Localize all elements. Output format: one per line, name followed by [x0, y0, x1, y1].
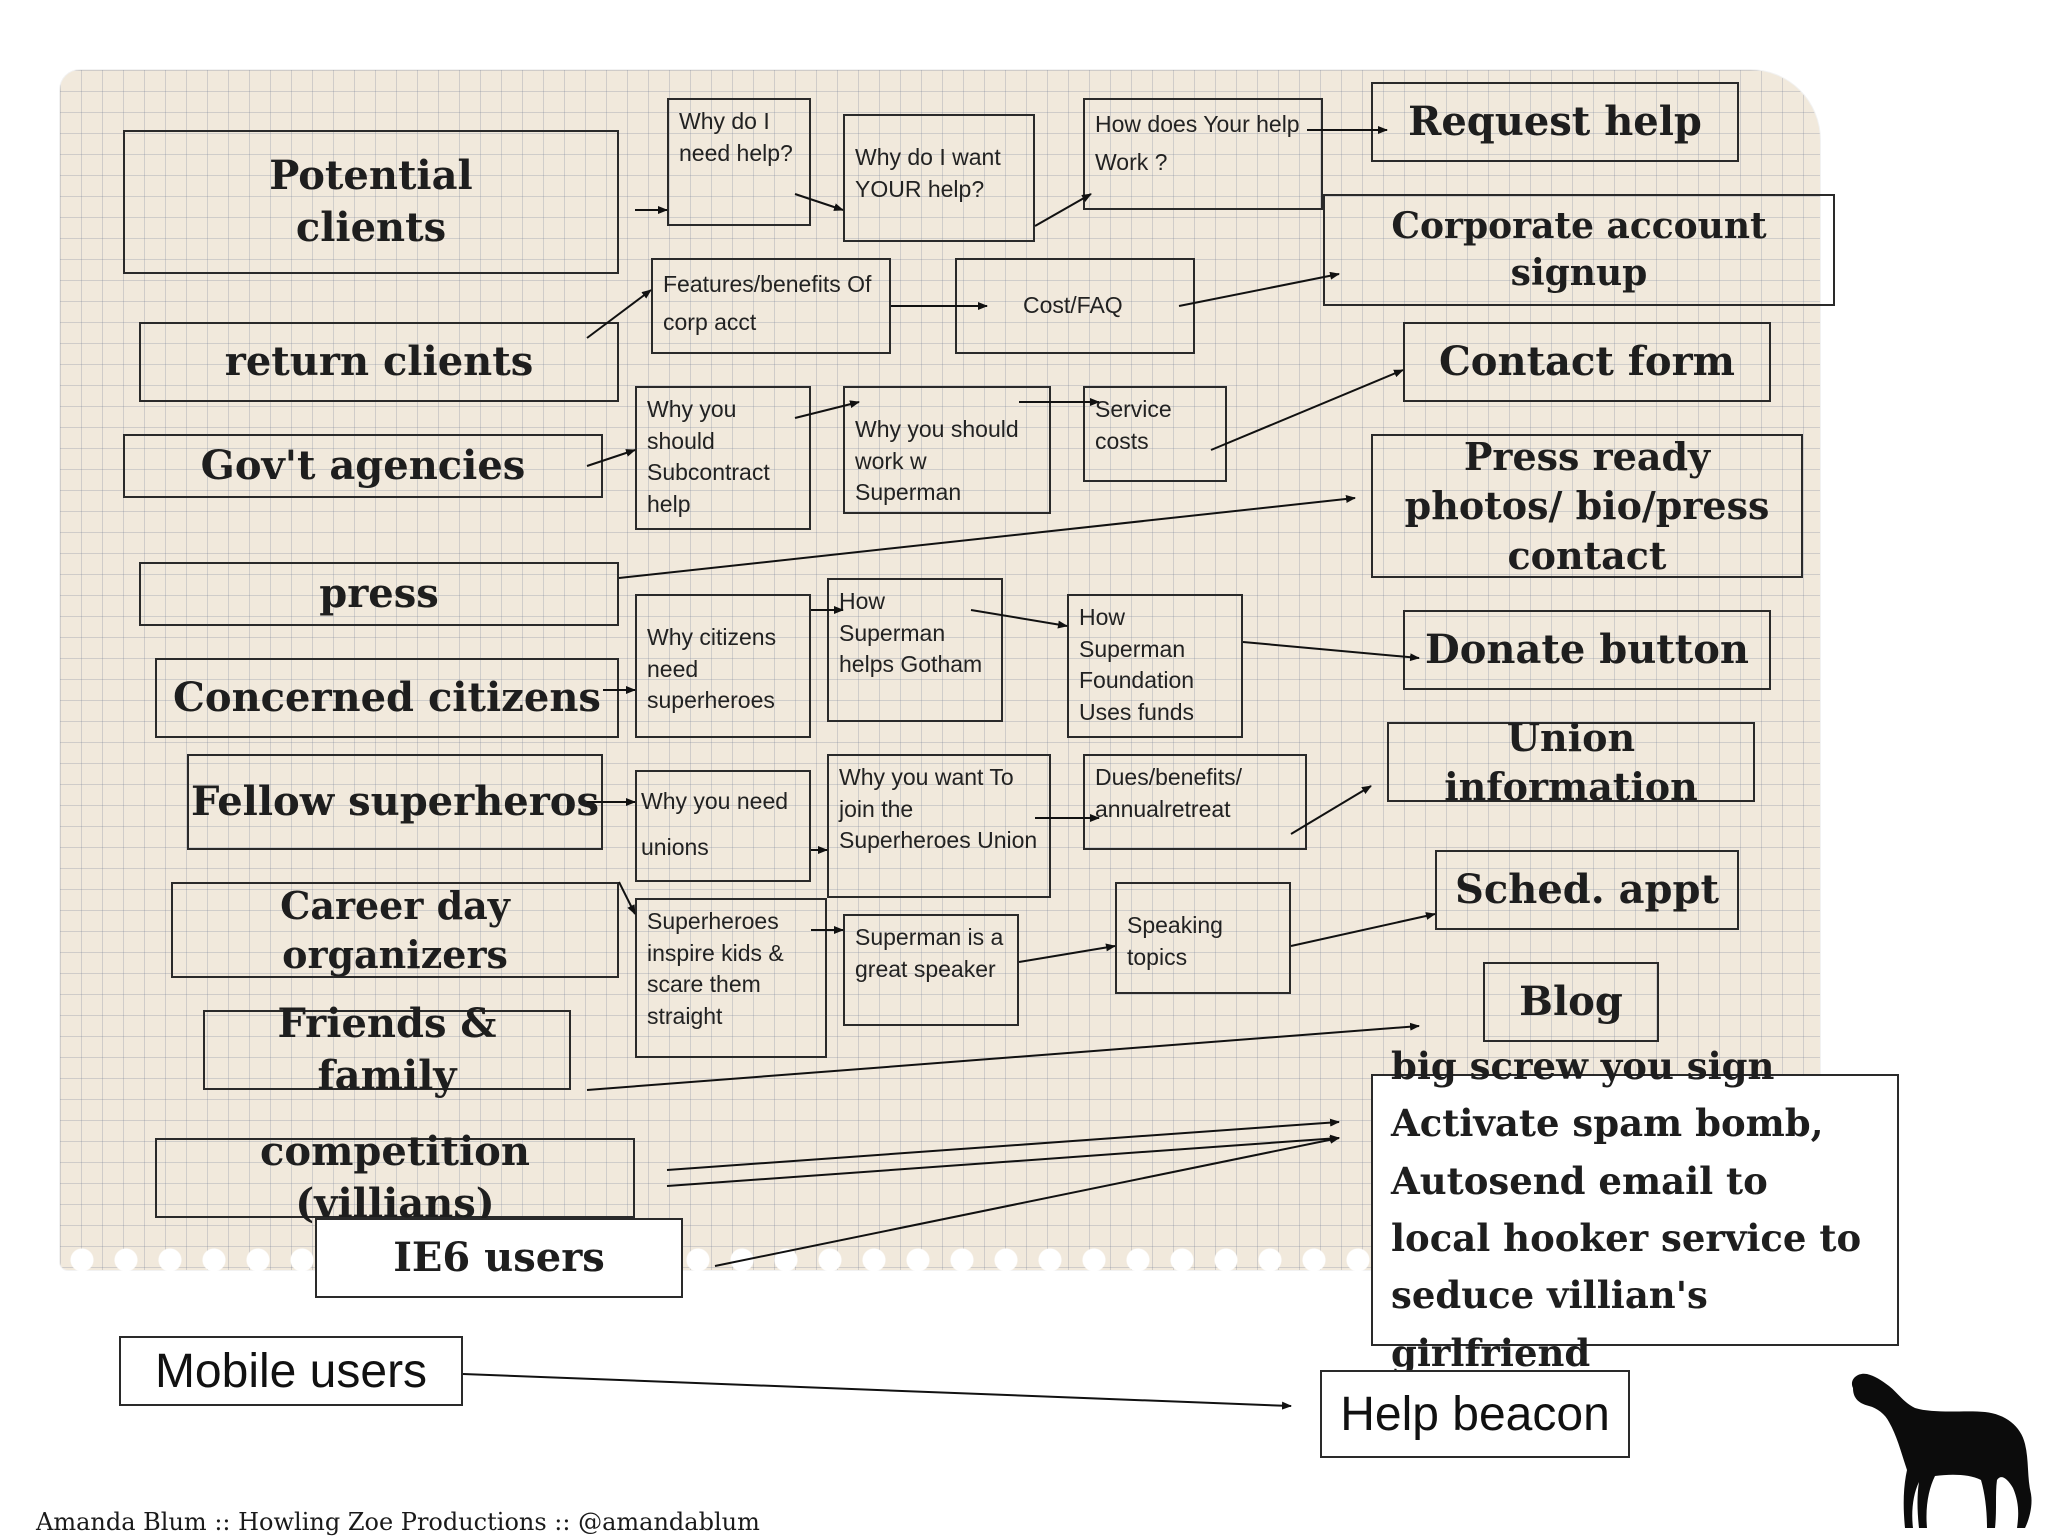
step-label: Why you need unions: [641, 788, 789, 860]
step-why-citizens: Why citizens need superheroes: [635, 594, 811, 738]
arrow: [618, 494, 1356, 579]
audience-friends-family: Friends & family: [203, 1000, 571, 1099]
audience-label: Career day organizers: [280, 882, 510, 977]
footer-credit: Amanda Blum :: Howling Zoe Productions :…: [36, 1508, 760, 1536]
audience-concerned-citizens: Concerned citizens: [155, 658, 619, 738]
goal-label: Donate button: [1425, 626, 1749, 673]
audience-label: Gov't agencies: [200, 442, 526, 489]
audience-fellow-superheros: Fellow superheros: [187, 754, 603, 850]
audience-label: Friends & family: [277, 1000, 497, 1099]
goal-label: Help beacon: [1340, 1387, 1610, 1441]
goal-label: Press ready photos/ bio/press contact: [1404, 433, 1770, 578]
arrow: [618, 881, 636, 915]
audience-return-clients: return clients: [139, 322, 619, 402]
goal-press-photos: Press ready photos/ bio/press contact: [1371, 434, 1803, 578]
step-label: How does Your help Work ?: [1095, 111, 1300, 175]
audience-potential-clients: Potential clients: [123, 130, 619, 274]
arrow: [462, 1373, 1292, 1410]
goal-sched-appt: Sched. appt: [1435, 850, 1739, 930]
goal-request-help: Request help: [1371, 82, 1739, 162]
arrow: [666, 1134, 1340, 1187]
step-why-join-union: Why you want To join the Superheroes Uni…: [827, 754, 1051, 898]
goal-label: Sched. appt: [1455, 866, 1719, 913]
step-how-help-works: How does Your help Work ?: [1083, 98, 1323, 210]
goal-corporate-account-signup: Corporate account signup: [1323, 194, 1835, 306]
arrow: [794, 193, 844, 211]
graph-paper-background: [60, 70, 1820, 1270]
audience-label: Potential clients: [269, 152, 473, 251]
goal-label: Request help: [1408, 98, 1702, 145]
goal-label: Union information: [1444, 714, 1698, 809]
goal-label: big screw you sign Activate spam bomb, A…: [1391, 1043, 1862, 1375]
step-label: Superheroes inspire kids & scare them st…: [647, 908, 784, 1030]
arrow: [586, 1022, 1420, 1091]
audience-press: press: [139, 562, 619, 626]
goal-screw-you-sign: big screw you sign Activate spam bomb, A…: [1371, 1044, 1899, 1375]
arrow: [1290, 912, 1436, 947]
audience-label: Mobile users: [154, 1344, 428, 1398]
goal-blog: Blog: [1483, 962, 1659, 1042]
step-how-superman-helps: How Superman helps Gotham: [827, 578, 1003, 722]
step-why-your-help: Why do I want YOUR help?: [843, 114, 1035, 242]
step-dues-benefits: Dues/benefits/ annualretreat: [1083, 754, 1307, 850]
audience-label: Concerned citizens: [173, 674, 601, 721]
arrow: [1018, 943, 1116, 963]
audience-govt-agencies: Gov't agencies: [123, 434, 603, 498]
step-label: How Superman helps Gotham: [839, 588, 983, 678]
arrow: [970, 609, 1068, 629]
dog-silhouette-icon: [1851, 1373, 2032, 1528]
step-superheroes-inspire-kids: Superheroes inspire kids & scare them st…: [635, 898, 827, 1058]
goal-label: Contact form: [1438, 338, 1736, 385]
audience-ie6-users: IE6 users: [315, 1218, 683, 1298]
goal-label: Blog: [1519, 978, 1623, 1025]
step-label: Superman is a great speaker: [855, 924, 1004, 982]
audience-label: press: [319, 570, 439, 617]
step-label: Service costs: [1095, 396, 1172, 454]
step-why-subcontract: Why you should Subcontract help: [635, 386, 811, 530]
step-label: How Superman Foundation Uses funds: [1079, 604, 1195, 726]
step-label: Why you should Subcontract help: [647, 396, 770, 518]
step-label: Why you should work w Superman: [855, 416, 1019, 506]
step-superman-great-speaker: Superman is a great speaker: [843, 914, 1019, 1026]
step-label: Speaking topics: [1127, 912, 1223, 970]
arrow: [586, 289, 652, 339]
audience-career-day-organizers: Career day organizers: [171, 882, 619, 978]
step-service-costs: Service costs: [1083, 386, 1227, 482]
step-why-need-unions: Why you need unions: [635, 770, 811, 882]
arrow: [714, 1135, 1340, 1267]
step-label: Features/benefits Of corp acct: [663, 271, 872, 335]
goal-donate-button: Donate button: [1403, 610, 1771, 690]
arrow: [1290, 785, 1372, 835]
step-how-foundation-uses-funds: How Superman Foundation Uses funds: [1067, 594, 1243, 738]
arrow: [1178, 271, 1340, 307]
step-why-work-superman: Why you should work w Superman: [843, 386, 1051, 514]
step-label: Why citizens need superheroes: [647, 624, 777, 714]
audience-mobile-users: Mobile users: [119, 1336, 463, 1406]
step-why-need-help: Why do I need help?: [667, 98, 811, 226]
step-label: Why do I want YOUR help?: [855, 144, 1001, 202]
goal-label: Corporate account signup: [1391, 205, 1767, 294]
step-label: Why do I need help?: [679, 108, 793, 166]
goal-contact-form: Contact form: [1403, 322, 1771, 402]
audience-label: IE6 users: [393, 1234, 605, 1281]
goal-help-beacon: Help beacon: [1320, 1370, 1630, 1458]
goal-union-information: Union information: [1387, 715, 1755, 809]
step-label: Why you want To join the Superheroes Uni…: [839, 764, 1038, 854]
arrow: [1210, 369, 1404, 451]
arrow: [794, 400, 860, 419]
arrow: [1242, 641, 1420, 662]
step-cost-faq: Cost/FAQ: [955, 258, 1195, 354]
audience-label: return clients: [224, 338, 534, 385]
step-label: Cost/FAQ: [1023, 292, 1123, 318]
arrow: [666, 1118, 1340, 1171]
arrow: [586, 449, 636, 467]
arrow: [1034, 193, 1092, 227]
step-speaking-topics: Speaking topics: [1115, 882, 1291, 994]
audience-label: Fellow superheros: [191, 778, 599, 825]
step-features-corp-acct: Features/benefits Of corp acct: [651, 258, 891, 354]
step-label: Dues/benefits/ annualretreat: [1095, 764, 1243, 822]
